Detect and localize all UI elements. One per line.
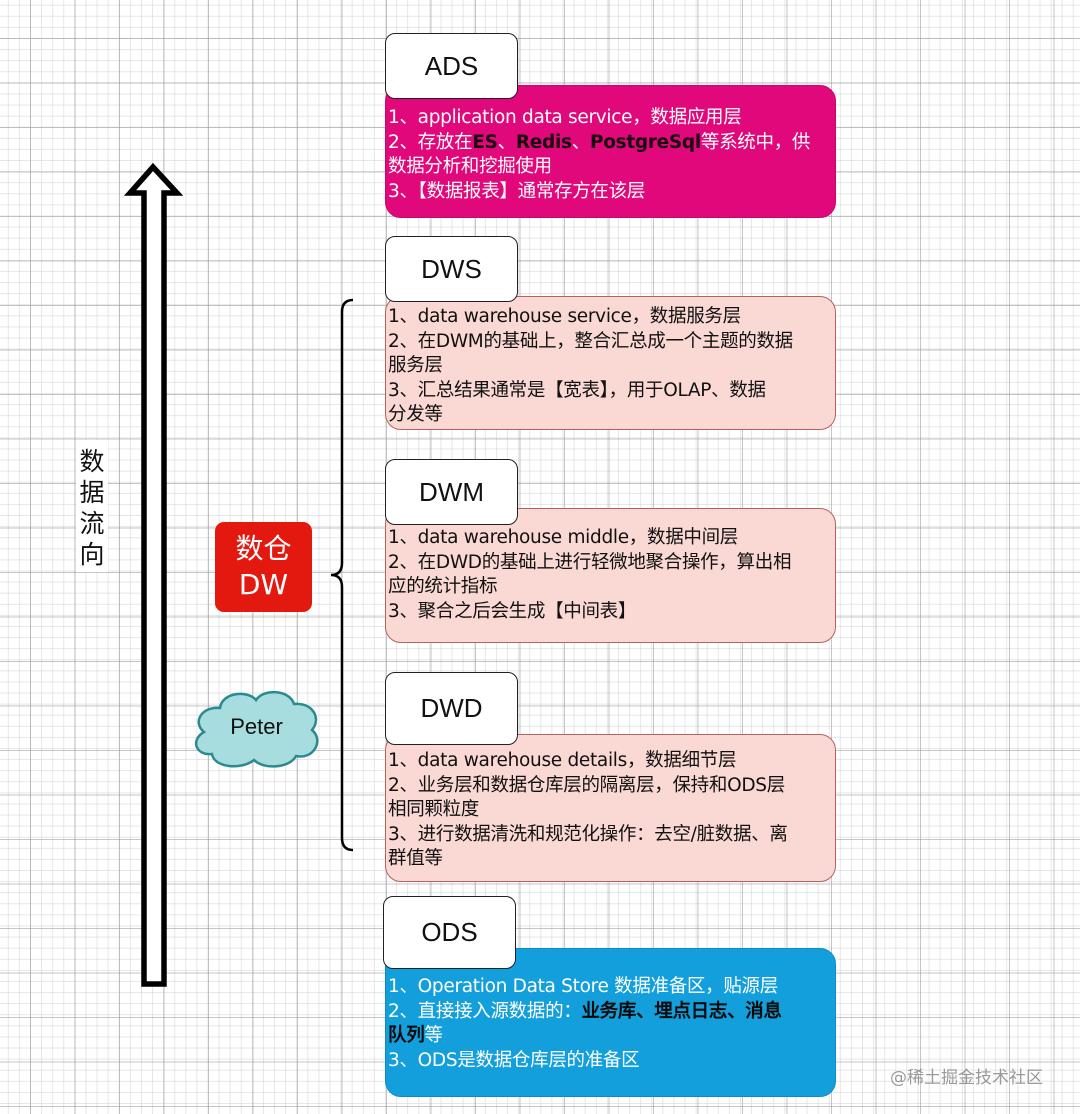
desc-line: 1、data warehouse middle，数据中间层 — [388, 527, 739, 548]
desc-line: 相同颗粒度 — [388, 799, 480, 820]
dw-badge-line2: DW — [238, 568, 289, 601]
desc-line: 2、在DWM的基础上，整合汇总成一个主题的数据 — [388, 330, 793, 352]
dw-badge-line1: 数仓 — [235, 532, 292, 565]
author-cloud-label: Peter — [230, 714, 283, 739]
desc-line: 数据分析和挖掘使用 — [388, 156, 552, 177]
cloud-icon — [194, 691, 319, 768]
desc-line: 3、汇总结果通常是【宽表】，用于OLAP、数据 — [388, 379, 766, 401]
desc-line: 2、直接接入源数据的：业务库、埋点日志、消息 — [388, 1000, 782, 1022]
desc-line: 3、聚合之后会生成【中间表】 — [388, 600, 637, 622]
desc-line: 2、在DWD的基础上进行轻微地聚合操作，算出相 — [388, 551, 792, 573]
layer-desc-ads: 1、application data service，数据应用层 2、存放在ES… — [385, 85, 836, 218]
desc-line: 2、存放在ES、Redis、PostgreSql等系统中，供 — [388, 131, 811, 153]
desc-line: 1、data warehouse service，数据服务层 — [388, 306, 741, 327]
layer-label-dws: DWS — [385, 236, 518, 302]
desc-line: 应的统计指标 — [388, 576, 498, 597]
desc-line: 1、application data service，数据应用层 — [388, 107, 742, 128]
layer-desc-dwd: 1、data warehouse details，数据细节层 2、业务层和数据仓… — [385, 734, 836, 882]
desc-line: 队列等 — [388, 1025, 443, 1046]
desc-line: 1、data warehouse details，数据细节层 — [388, 750, 737, 771]
watermark: @稀土掘金技术社区 — [890, 1068, 1043, 1088]
desc-line: 2、业务层和数据仓库层的隔离层，保持和ODS层 — [388, 774, 785, 796]
layer-label-dwd: DWD — [385, 672, 518, 745]
flow-direction-label: 数据流向 — [76, 440, 108, 572]
desc-line: 3、【数据报表】通常存方在该层 — [388, 180, 646, 202]
desc-line: 群值等 — [388, 848, 443, 869]
layer-label-dwm: DWM — [385, 459, 518, 525]
layer-desc-ods: 1、Operation Data Store 数据准备区，贴源层 2、直接接入源… — [385, 948, 836, 1097]
dw-group-brace — [330, 298, 354, 852]
desc-line: 分发等 — [388, 404, 443, 425]
layer-label-ads: ADS — [385, 33, 518, 99]
dw-group-badge: 数仓 DW — [215, 522, 312, 612]
desc-line: 3、进行数据清洗和规范化操作：去空/脏数据、离 — [388, 823, 788, 845]
desc-line: 服务层 — [388, 355, 443, 376]
desc-line: 1、Operation Data Store 数据准备区，贴源层 — [388, 976, 778, 997]
layer-desc-dws: 1、data warehouse service，数据服务层 2、在DWM的基础… — [385, 296, 836, 430]
layer-desc-dwm: 1、data warehouse middle，数据中间层 2、在DWD的基础上… — [385, 508, 836, 643]
desc-line: 3、ODS是数据仓库层的准备区 — [388, 1049, 640, 1071]
layer-label-ods: ODS — [383, 896, 516, 969]
